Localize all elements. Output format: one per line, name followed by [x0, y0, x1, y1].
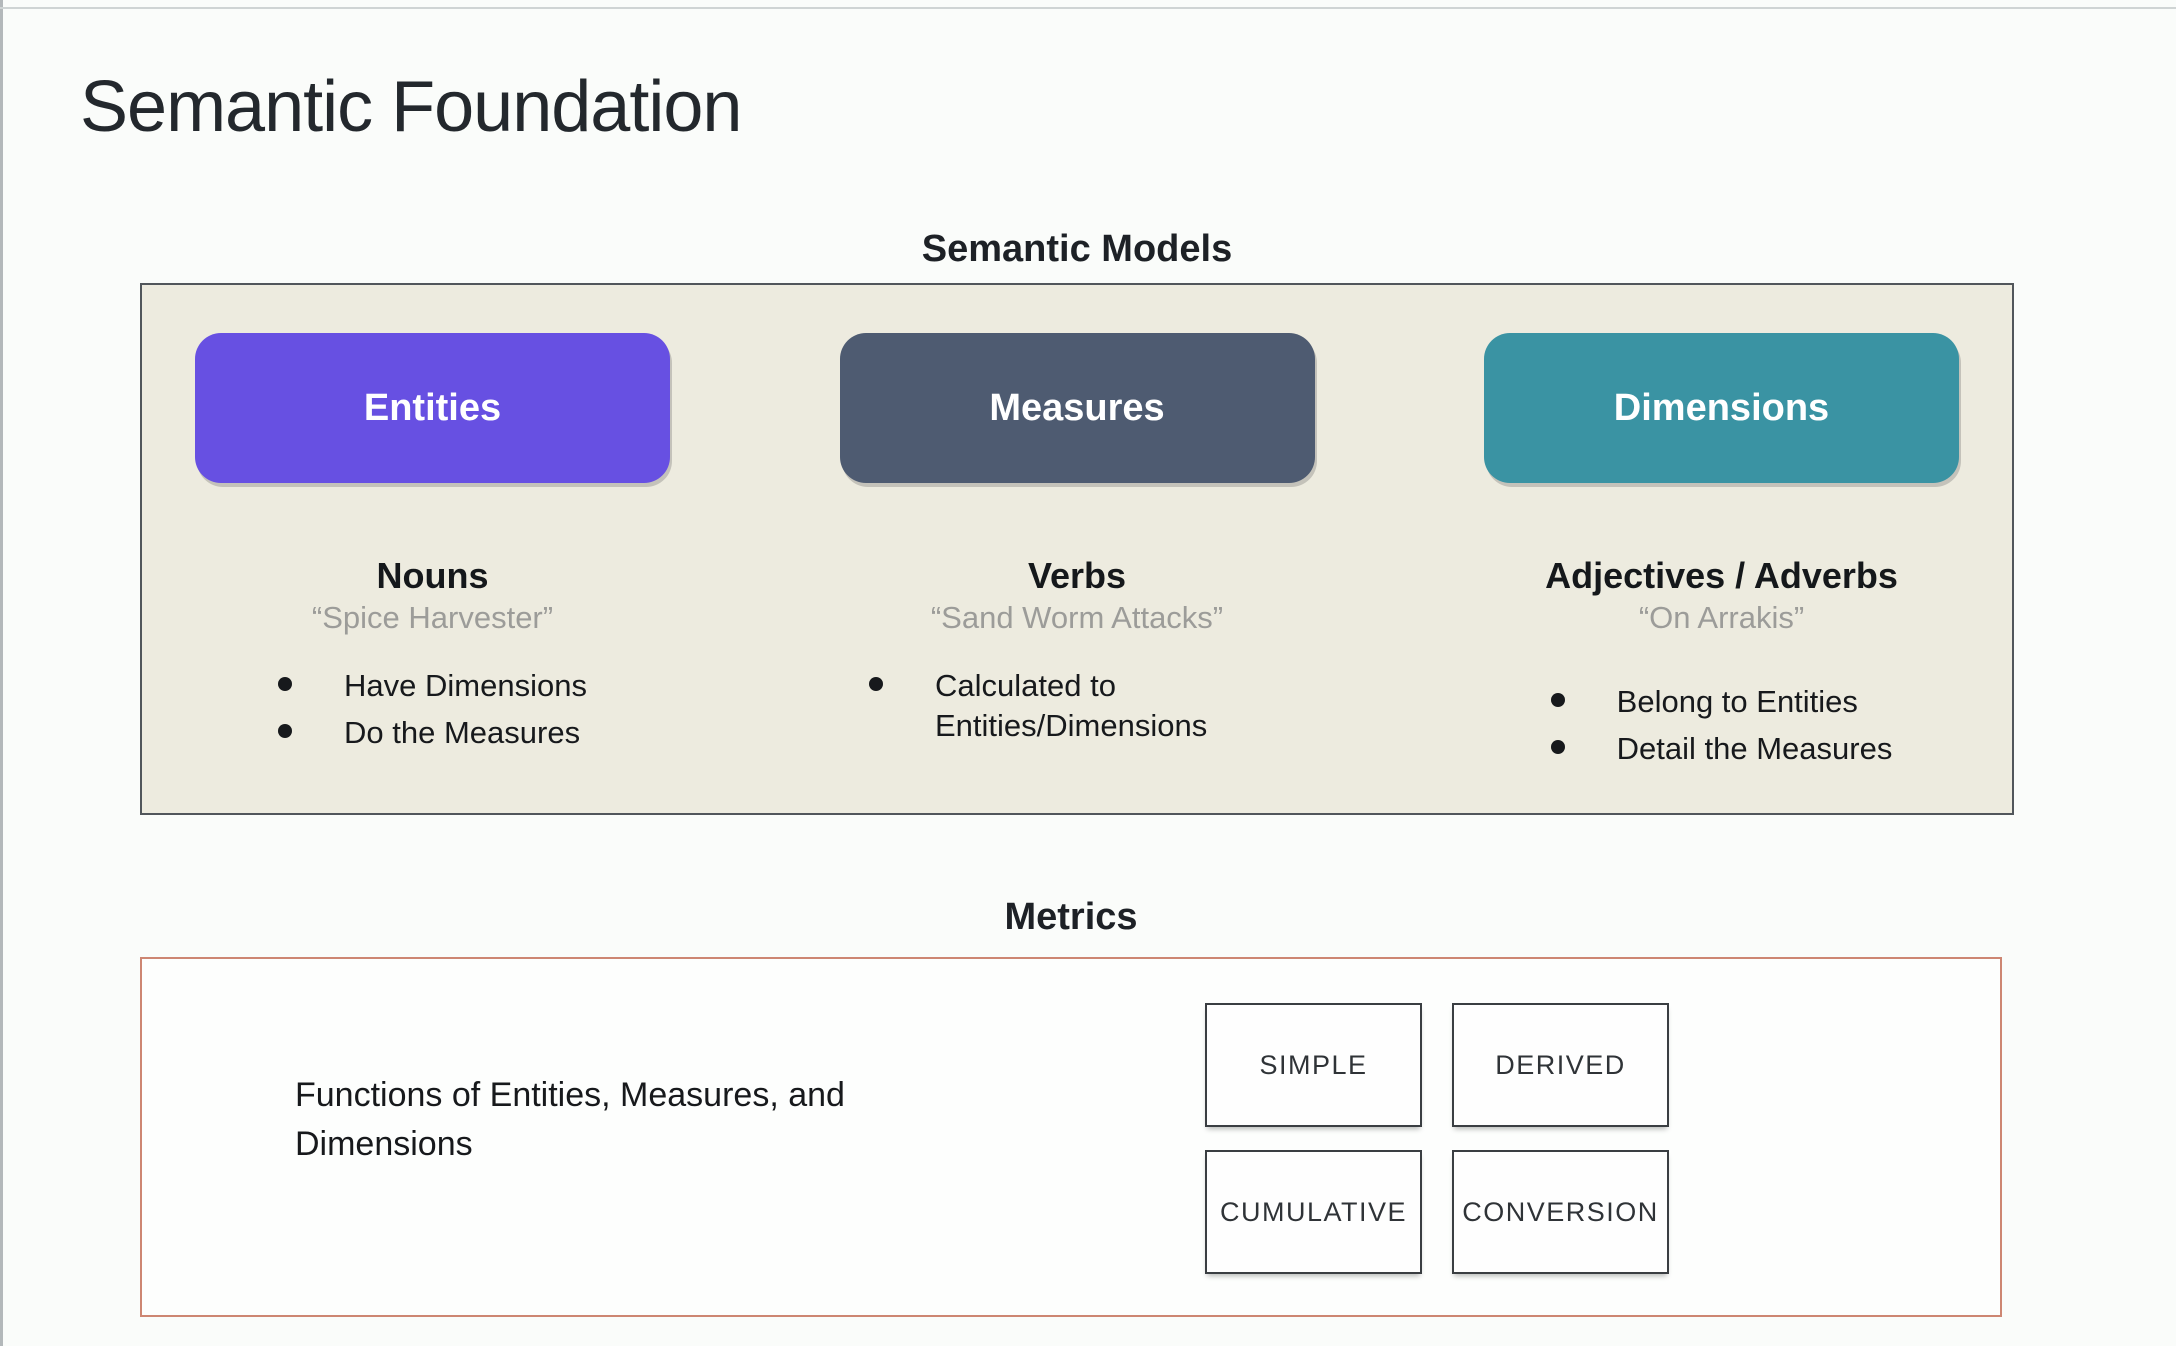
list-item: Do the Measures [278, 713, 587, 753]
bullet-icon [869, 677, 883, 691]
metrics-panel: Functions of Entities, Measures, and Dim… [140, 957, 2002, 1317]
list-item: Belong to Entities [1550, 682, 1893, 722]
metric-type-conversion: CONVERSION [1452, 1150, 1669, 1274]
metrics-heading: Metrics [1004, 896, 1138, 938]
metric-type-derived: DERIVED [1452, 1003, 1669, 1127]
model-column-entities: Entities Nouns “Spice Harvester” Have Di… [195, 333, 670, 813]
bullet-icon [1550, 693, 1565, 707]
model-column-dimensions: Dimensions Adjectives / Adverbs “On Arra… [1484, 333, 1959, 813]
entities-heading: Nouns [376, 555, 489, 596]
list-item: Have Dimensions [278, 666, 587, 706]
metric-types-grid: SIMPLE DERIVED CUMULATIVE CONVERSION [1205, 1003, 1669, 1274]
list-item: Detail the Measures [1550, 729, 1892, 769]
entities-quote: “Spice Harvester” [311, 600, 554, 635]
bullet-icon [278, 724, 293, 739]
metric-type-simple: SIMPLE [1205, 1003, 1422, 1127]
dimensions-heading: Adjectives / Adverbs [1545, 555, 1898, 596]
dimensions-button: Dimensions [1484, 333, 1959, 483]
window-top-edge [0, 7, 2176, 9]
entities-bullet-list: Have Dimensions Do the Measures [278, 666, 587, 761]
model-column-measures: Measures Verbs “Sand Worm Attacks” Calcu… [839, 333, 1315, 813]
dimensions-bullet-list: Belong to Entities Detail the Measures [1550, 682, 1893, 777]
entities-button: Entities [195, 333, 670, 483]
page-title: Semantic Foundation [80, 67, 742, 147]
list-item: Calculated to Entities/Dimensions [869, 666, 1285, 747]
measures-heading: Verbs [1027, 555, 1127, 596]
measures-button: Measures [839, 333, 1315, 483]
metric-type-cumulative: CUMULATIVE [1205, 1150, 1422, 1274]
semantic-models-heading: Semantic Models [921, 228, 1233, 270]
measures-quote: “Sand Worm Attacks” [930, 600, 1224, 635]
window-left-edge [0, 0, 3, 1346]
bullet-icon [1550, 740, 1565, 755]
dimensions-quote: “On Arrakis” [1638, 600, 1805, 635]
metrics-description: Functions of Entities, Measures, and Dim… [295, 1076, 845, 1164]
measures-bullet-list: Calculated to Entities/Dimensions [869, 666, 1285, 754]
bullet-icon [278, 677, 293, 691]
semantic-models-panel: Entities Nouns “Spice Harvester” Have Di… [140, 283, 2014, 815]
